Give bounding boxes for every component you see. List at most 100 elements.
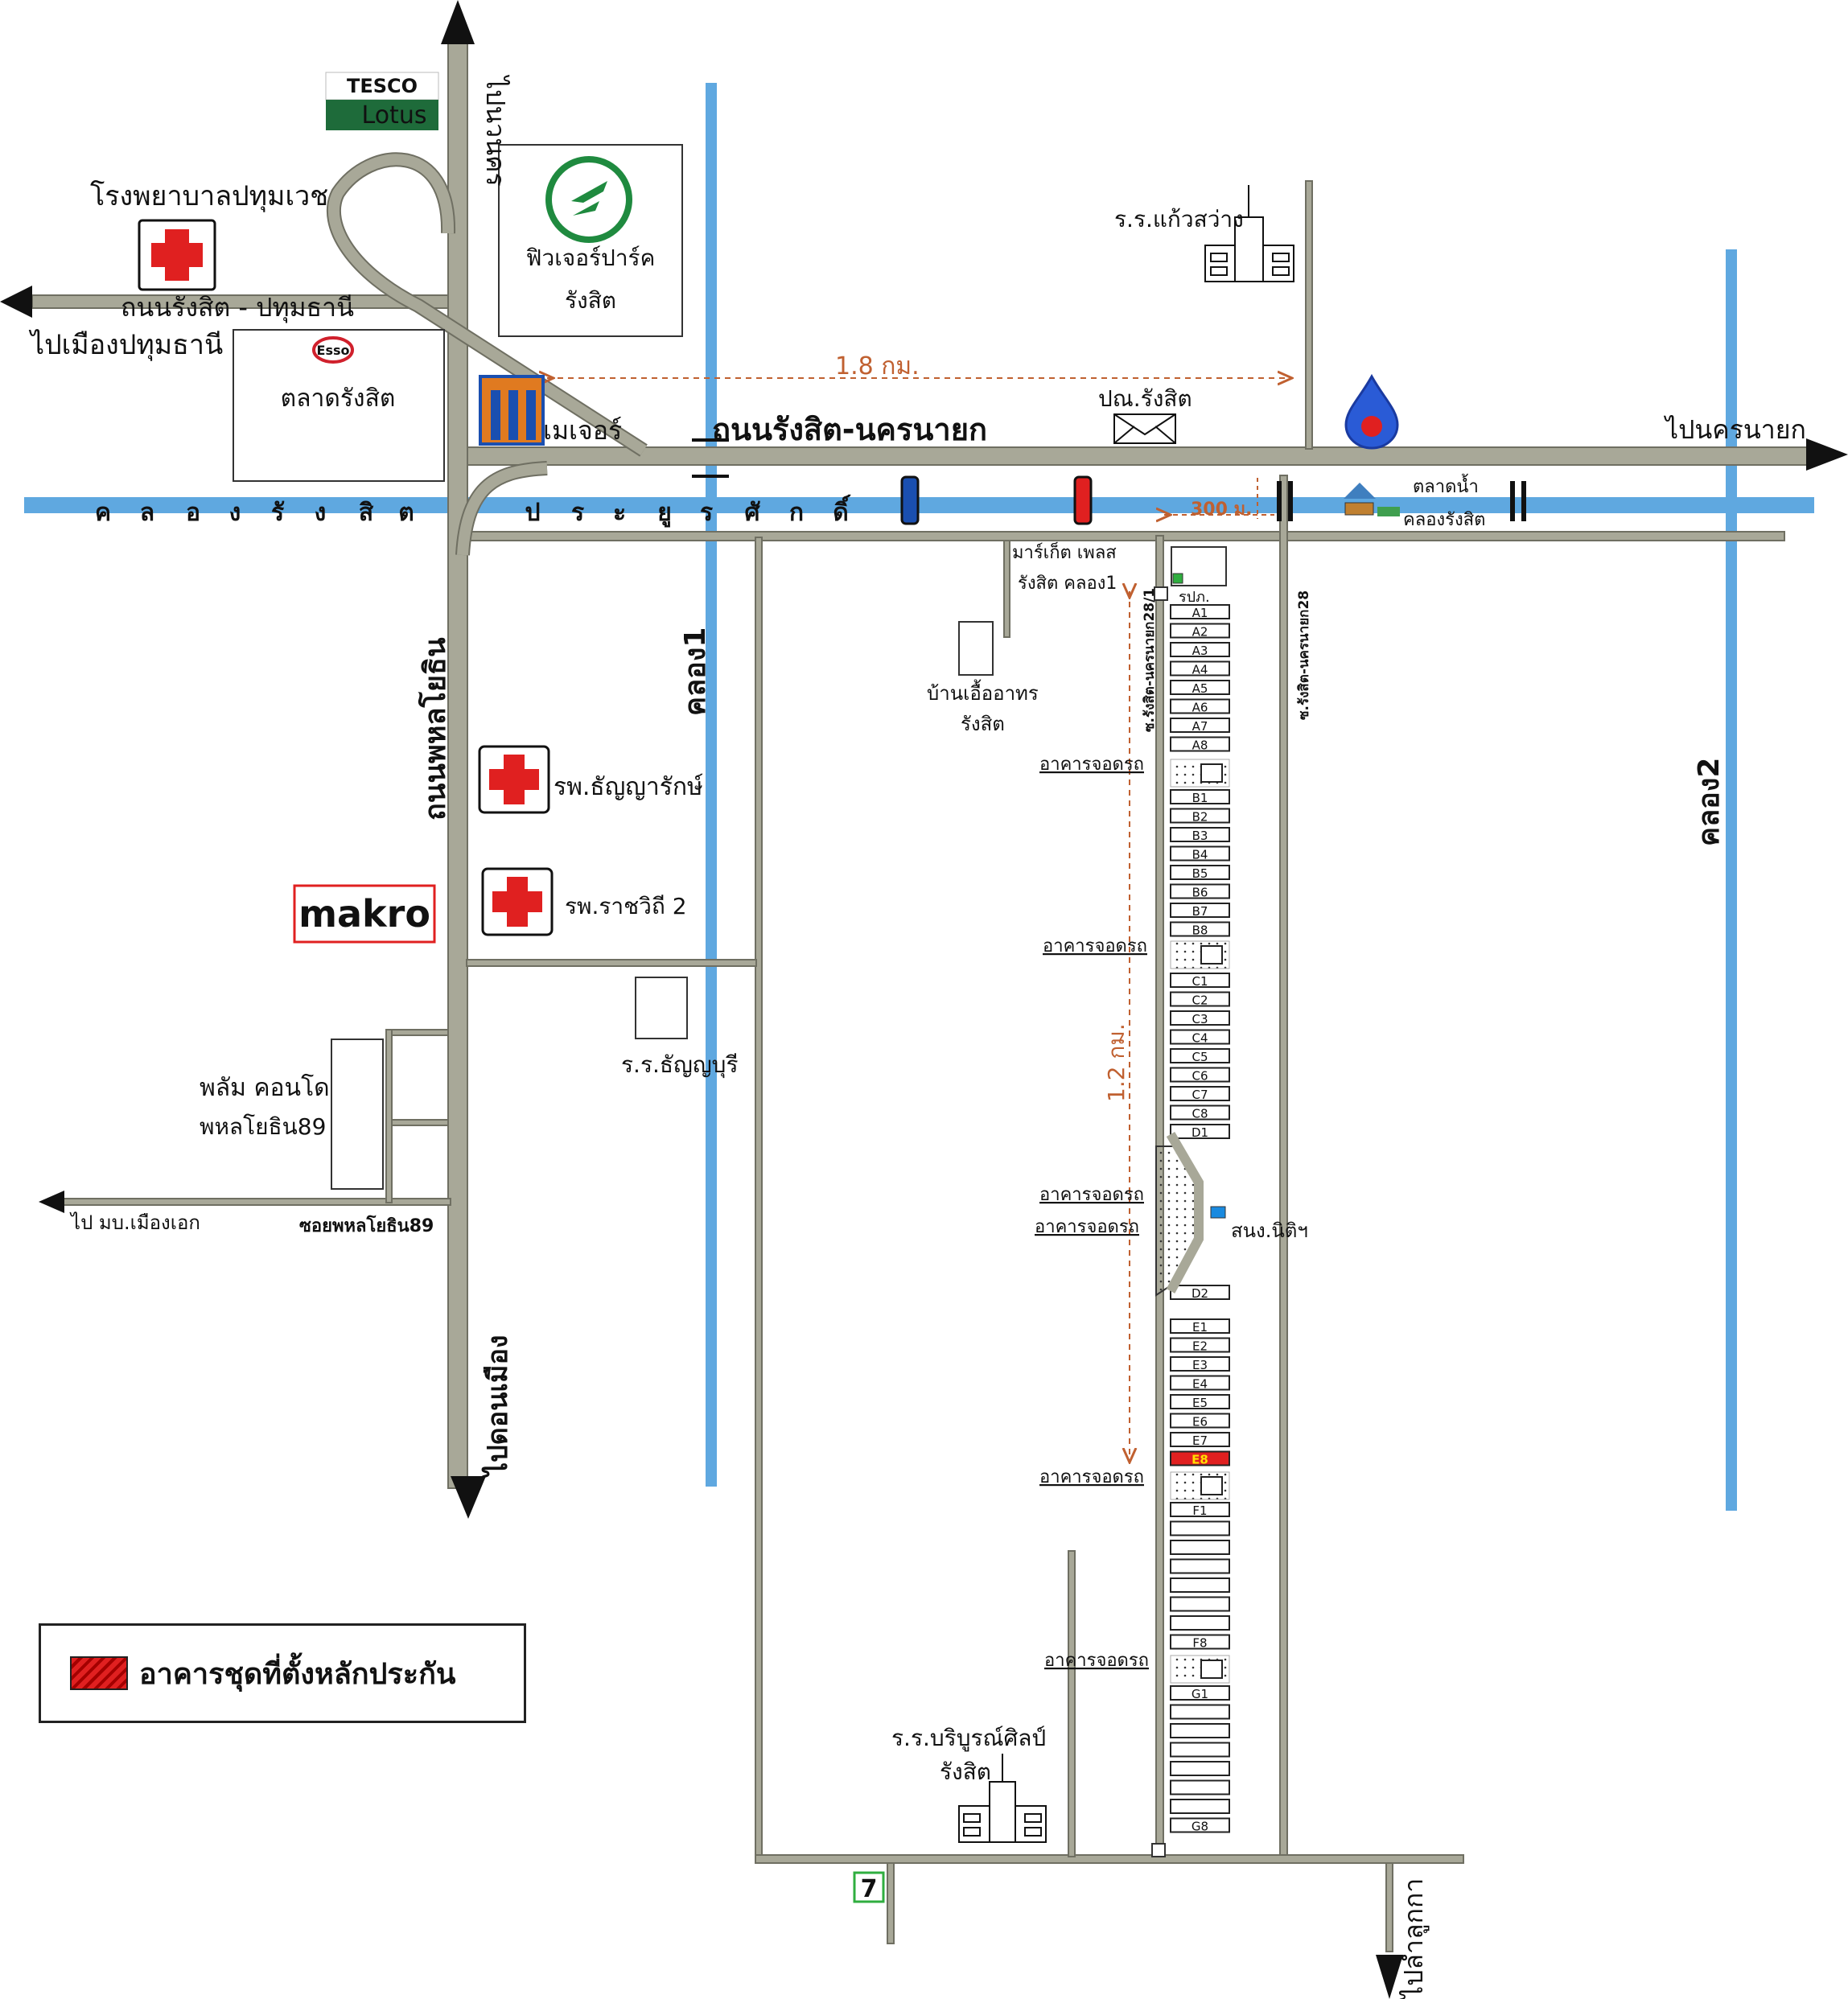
tesco-text: TESCO: [347, 75, 418, 97]
seven-eleven-text: 7: [861, 1875, 878, 1903]
palm-condo-box: [331, 1039, 384, 1190]
building-block: [1170, 1285, 1230, 1300]
service-road: [458, 531, 1785, 541]
khlong1-side-road: [755, 537, 763, 1864]
building-block: [1170, 1520, 1230, 1536]
borirak-school-icon: [958, 1754, 1047, 1843]
building-label: C4: [1192, 1031, 1208, 1046]
canal-letter: ก: [789, 499, 804, 527]
building-block: [1170, 1817, 1230, 1833]
floating-market-label-2: คลองรังสิต: [1403, 510, 1485, 530]
lotus-logo: [326, 100, 438, 130]
parking-label: อาคารจอดรถ: [1035, 1217, 1139, 1237]
building-label: E5: [1192, 1396, 1208, 1410]
building-block: [1170, 698, 1230, 714]
makro-logo: [293, 884, 436, 944]
building-block: [1170, 1010, 1230, 1026]
building-label: B1: [1192, 791, 1208, 805]
building-block: [1170, 642, 1230, 657]
to-muang-ake-label: ไป มบ.เมืองเอก: [69, 1211, 200, 1234]
building-block: [1170, 1634, 1230, 1650]
ratchawithi-label: รพ.ราชวิถี 2: [565, 893, 687, 919]
building-label: C8: [1192, 1107, 1208, 1121]
building-label: A1: [1192, 606, 1208, 620]
ban-uea-label-1: บ้านเอื้ออาทร: [927, 679, 1039, 705]
building-label: B3: [1192, 829, 1208, 843]
building-label: E6: [1192, 1415, 1208, 1429]
parking-label: อาคารจอดรถ: [1039, 1467, 1144, 1487]
arrow-left-icon: [0, 286, 32, 318]
building-block: [1170, 1337, 1230, 1353]
ban-uea-label-2: รังสิต: [961, 713, 1005, 735]
building-label: A6: [1192, 701, 1208, 715]
future-park-logo-icon: [545, 156, 632, 243]
building-block: [1170, 903, 1230, 918]
building-label: B4: [1192, 848, 1208, 862]
building-label: B6: [1192, 886, 1208, 900]
building-block: [1170, 1375, 1230, 1391]
building-block: [1170, 865, 1230, 880]
building-label: C1: [1192, 974, 1208, 989]
thanyaburi-school-box: [635, 977, 688, 1039]
building-block: [1170, 736, 1230, 752]
distance-1-8-label: 1.8 กม.: [835, 352, 920, 380]
thanyaburi-label: ร.ร.ธัญญบุรี: [621, 1051, 739, 1079]
gate-top-icon: [1154, 586, 1168, 601]
canal-letter: ค: [95, 499, 111, 527]
to-lam-luk-ka-label: ไปลำลูกกา: [1398, 1878, 1430, 1999]
khlong1-canal: [706, 83, 717, 1487]
building-label: B2: [1192, 810, 1208, 825]
hospital-connector-road: [466, 959, 757, 967]
building-block: [1170, 1540, 1230, 1555]
kaewsawang-label: ร.ร.แก้วสว่าง: [1114, 206, 1244, 232]
building-label: A4: [1192, 663, 1208, 677]
arrow-up-icon: [441, 0, 475, 44]
canal-letter: ง: [229, 499, 241, 527]
building-label: C2: [1192, 993, 1208, 1008]
building-block: [1170, 1685, 1230, 1701]
building-label: G1: [1192, 1687, 1208, 1701]
building-block: [1170, 973, 1230, 988]
legend-collateral-swatch: [70, 1656, 128, 1690]
building-label: C6: [1192, 1069, 1208, 1084]
soi-28-label: ซ.รังสิต-นครนายก28: [1296, 590, 1312, 720]
rangsit-pathumthani-label: ถนนรังสิต - ปทุมธานี: [121, 292, 354, 323]
canal-letter: ล: [140, 499, 154, 527]
seven-eleven-road: [887, 1862, 895, 1944]
building-block: [1170, 883, 1230, 899]
talad-rangsit-label: ตลาดรังสิต: [281, 385, 396, 413]
condo-road-left: [385, 1029, 393, 1203]
bottom-road: [755, 1854, 1464, 1864]
building-block: [1170, 789, 1230, 804]
building-label: A7: [1192, 719, 1208, 734]
building-block: [1170, 1558, 1230, 1574]
building-block: [1170, 1104, 1230, 1121]
building-block: [1170, 1086, 1230, 1101]
borirak-label-2: รังสิต: [940, 1758, 991, 1785]
to-pathumthani-label: ไปเมืองปทุมธานี: [28, 329, 223, 361]
building-block: [1170, 604, 1230, 619]
market-place-label-2: รังสิต คลอง1: [1018, 574, 1117, 594]
building-label: A5: [1192, 681, 1208, 696]
bridge-blue-icon: [900, 475, 920, 525]
building-label: B7: [1192, 904, 1208, 919]
building-label: A2: [1192, 625, 1208, 640]
canal-letter: ะ: [613, 499, 626, 527]
market-place-box: [1171, 546, 1227, 586]
canal-letter: อ: [186, 499, 200, 527]
building-block: [1170, 921, 1230, 937]
canal-letter: ป: [525, 499, 540, 527]
lower-road: [1068, 1550, 1076, 1857]
major-label: เมเจอร์: [543, 415, 622, 446]
soi-28-road: [1279, 475, 1288, 1860]
building-block: [1170, 1067, 1230, 1083]
canal-letter: รั: [271, 499, 285, 527]
building-block: [1170, 808, 1230, 824]
labels: โรงพยาบาลปทุมเวช ถนนรังสิต - ปทุมธานี ไป…: [28, 74, 1806, 1999]
distance-300-label: 300 ม.: [1191, 500, 1252, 520]
legend-text: อาคารชุดที่ตั้งหลักประกัน: [139, 1657, 456, 1691]
building-label: E3: [1192, 1358, 1208, 1372]
distance-1-2-label: 1.2 กม.: [1103, 1023, 1130, 1102]
